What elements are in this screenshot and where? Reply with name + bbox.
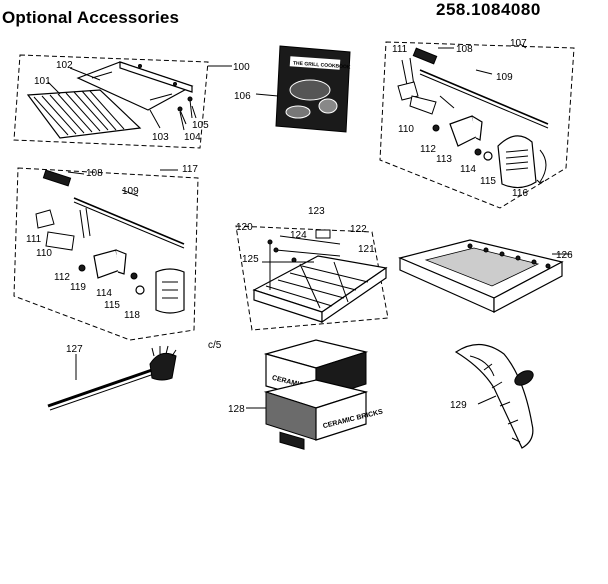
label-128: 128: [228, 404, 245, 415]
label-116: 116: [512, 188, 528, 199]
grill-brush-127: [47, 345, 177, 411]
label-111-top: 111: [392, 44, 408, 55]
label-108-bottom: 108: [86, 168, 103, 179]
label-109-bottom: 109: [122, 186, 139, 197]
label-123: 123: [308, 206, 325, 217]
label-112-top: 112: [420, 144, 436, 155]
group-107-outline: [379, 41, 575, 209]
label-127: 127: [66, 344, 83, 355]
drip-pan-126: [398, 239, 572, 313]
rotisserie-kit-107: [379, 41, 575, 209]
rotisserie-motor-118: [155, 268, 185, 314]
label-122: 122: [350, 224, 367, 235]
label-100: 100: [233, 62, 250, 73]
label-124: 124: [290, 230, 307, 241]
smoker-assembly-120: [235, 225, 389, 331]
label-126: 126: [556, 250, 573, 261]
cooking-grate-101: [26, 89, 142, 139]
label-110-bottom: 110: [36, 248, 52, 259]
label-102: 102: [56, 60, 73, 71]
label-101: 101: [34, 76, 51, 87]
label-108-top: 108: [456, 44, 473, 55]
label-105: 105: [192, 120, 209, 131]
label-112-bottom: 112: [54, 272, 70, 283]
cookbook-106: THE GRILL COOKBOOK: [255, 45, 351, 133]
label-115-bottom: 115: [104, 300, 120, 311]
label-115-top: 115: [480, 176, 496, 187]
rotisserie-motor-116: [497, 135, 547, 189]
label-111-bottom: 111: [26, 234, 42, 245]
group-117-outline: [13, 167, 199, 341]
ceramic-briquets-128: CERAMIC BRICKS CERAMIC BRICKS: [246, 339, 384, 450]
label-c5: c/5: [208, 340, 222, 351]
label-106: 106: [234, 91, 251, 102]
rib-rack-129: [454, 343, 534, 449]
warming-rack-assembly: [13, 54, 232, 149]
label-113: 113: [436, 154, 452, 165]
label-120: 120: [236, 222, 253, 233]
callout-labels: 100 101 102 103 104 105 106 107 108 109 …: [26, 38, 573, 415]
label-119: 119: [70, 282, 86, 293]
group-100-outline: [13, 54, 209, 149]
label-121: 121: [358, 244, 375, 255]
label-125: 125: [242, 254, 259, 265]
page-title: Optional Accessories: [2, 8, 180, 27]
label-114-top: 114: [460, 164, 476, 175]
svg-text:THE GRILL COOKBOOK: THE GRILL COOKBOOK: [293, 60, 351, 70]
label-117: 117: [182, 164, 198, 175]
smoker-box-121: [252, 255, 388, 324]
label-109-top: 109: [496, 72, 513, 83]
label-129: 129: [450, 400, 467, 411]
rotisserie-kit-117: [13, 167, 199, 341]
label-110-top: 110: [398, 124, 414, 135]
label-107: 107: [510, 38, 527, 49]
label-114-bottom: 114: [96, 288, 112, 299]
label-103: 103: [152, 132, 169, 143]
label-118: 118: [124, 310, 140, 321]
label-104: 104: [184, 132, 201, 143]
warming-shelf-102: [76, 61, 194, 111]
model-number: 258.1084080: [436, 0, 541, 19]
